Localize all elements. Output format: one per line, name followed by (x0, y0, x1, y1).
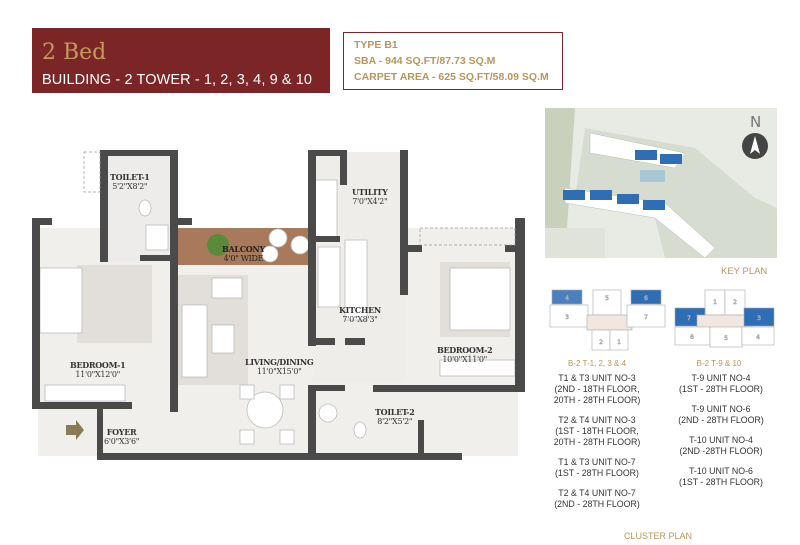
svg-text:6: 6 (690, 334, 694, 341)
dining-table (246, 391, 284, 429)
svg-text:5: 5 (605, 295, 609, 302)
svg-text:3: 3 (565, 314, 569, 321)
title-banner: 2 Bed BUILDING - 2 TOWER - 1, 2, 3, 4, 9… (32, 28, 330, 93)
wardrobe-1 (44, 384, 126, 402)
entry-arrow-icon (66, 420, 84, 440)
list-item: T2 & T4 UNIT NO-3(1ST - 18TH FLOOR,20TH … (553, 415, 641, 447)
svg-text:4: 4 (565, 295, 569, 302)
list-item: T-9 UNIT NO-4(1ST - 28TH FLOOR) (679, 373, 763, 394)
toilet-2-basin (318, 403, 338, 423)
unit-type: TYPE B1 (354, 39, 398, 51)
cluster-left-caption: B-2 T-1, 2, 3 & 4 (567, 359, 627, 368)
north-label: N (750, 113, 762, 131)
svg-text:3: 3 (757, 315, 761, 322)
svg-text:1: 1 (617, 339, 621, 346)
washers (314, 179, 338, 241)
cluster-diagrams: 4 5 6 3 7 2 1 1 2 7 3 6 5 4 (549, 289, 775, 351)
svg-text:7: 7 (687, 315, 691, 322)
cluster-left-list: T1 & T3 UNIT NO-3(2ND - 18TH FLOOR,20TH … (532, 373, 662, 519)
list-item: T-9 UNIT NO-6(2ND - 28TH FLOOR) (678, 404, 764, 425)
plant (207, 234, 229, 256)
toilet-2-wc (353, 421, 367, 439)
furniture (39, 179, 516, 445)
sba-area: SBA - 944 SQ.FT/87.73 SQ.M (354, 55, 496, 67)
building-subtitle: BUILDING - 2 TOWER - 1, 2, 3, 4, 9 & 10 (42, 72, 313, 88)
bed-type-title: 2 Bed (42, 40, 107, 65)
carpet-area: CARPET AREA - 625 SQ.FT/58.09 SQ.M (354, 71, 549, 83)
bed-2 (449, 267, 511, 331)
cluster-plan-label: CLUSTER PLAN (624, 531, 693, 541)
list-item: T-10 UNIT NO-6(1ST - 28TH FLOOR) (679, 466, 763, 487)
coffee-table (211, 324, 235, 354)
kitchen-counter (344, 239, 368, 321)
svg-text:4: 4 (756, 334, 760, 341)
cluster-right-list: T-9 UNIT NO-4(1ST - 28TH FLOOR) T-9 UNIT… (656, 373, 786, 497)
sofa (181, 304, 208, 378)
svg-text:7: 7 (644, 314, 648, 321)
key-plan-label: KEY PLAN (721, 266, 768, 277)
toilet-1-wc (138, 199, 152, 217)
highlighted-towers (563, 150, 682, 210)
cluster-right-caption: B-2 T-9 & 10 (696, 359, 742, 368)
list-item: T1 & T3 UNIT NO-3(2ND - 18TH FLOOR,20TH … (553, 373, 641, 405)
armchair (211, 277, 243, 299)
balcony-deck (175, 228, 310, 265)
toilet-1-basin (145, 224, 169, 251)
bed-1 (39, 267, 83, 334)
svg-text:2: 2 (599, 339, 603, 346)
kitchen-sink-counter (317, 246, 341, 308)
compass-icon (742, 133, 768, 159)
svg-text:1: 1 (713, 299, 717, 306)
list-item: T-10 UNIT NO-4(2ND -28TH FLOOR) (679, 435, 763, 456)
walls (32, 150, 525, 460)
svg-text:5: 5 (724, 335, 728, 342)
key-plan-map (545, 108, 777, 258)
list-item: T1 & T3 UNIT NO-7(1ST - 28TH FLOOR) (555, 457, 639, 478)
svg-text:2: 2 (733, 299, 737, 306)
svg-text:6: 6 (644, 295, 648, 302)
area-info-box: TYPE B1 SBA - 944 SQ.FT/87.73 SQ.M CARPE… (343, 32, 563, 90)
list-item: T2 & T4 UNIT NO-7(2ND - 28TH FLOOR) (554, 488, 640, 509)
